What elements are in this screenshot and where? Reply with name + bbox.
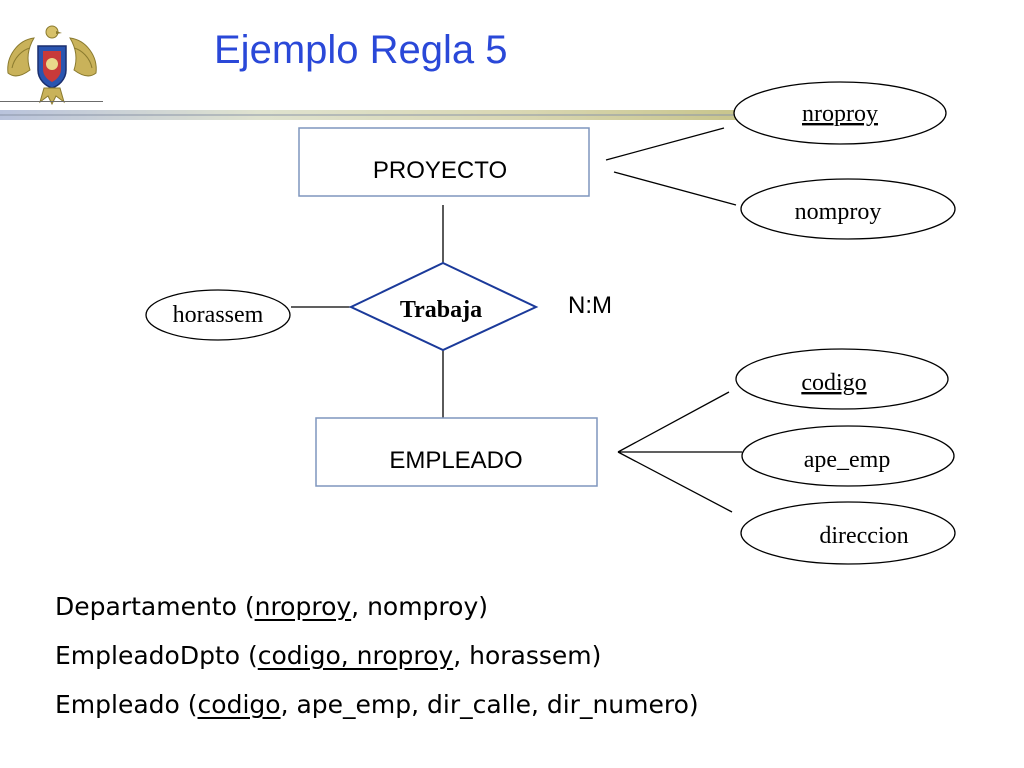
schema-empleadodpto-name: EmpleadoDpto ( bbox=[55, 641, 258, 670]
attr-ape-emp bbox=[741, 425, 955, 487]
entity-proyecto bbox=[298, 127, 590, 197]
schema-empleadodpto-key: codigo, nroproy bbox=[257, 641, 454, 670]
schema-empleado-key: codigo bbox=[197, 690, 281, 719]
schema-empleado-name: Empleado ( bbox=[55, 690, 198, 719]
relationship-trabaja bbox=[348, 261, 539, 352]
attr-codigo bbox=[735, 348, 949, 410]
schema-departamento: Departamento (nroproy, nomproy) bbox=[55, 582, 699, 631]
schema-departamento-rest: , nomproy) bbox=[351, 592, 489, 621]
schema-empleadodpto-rest: , horassem) bbox=[453, 641, 602, 670]
attr-ape-emp-label: ape_emp bbox=[804, 447, 891, 473]
attr-nomproy-label: nomproy bbox=[795, 199, 882, 225]
schema-departamento-name: Departamento ( bbox=[55, 592, 255, 621]
logo-underline bbox=[0, 101, 103, 102]
attr-direccion-label: direccion bbox=[819, 523, 908, 549]
entity-empleado bbox=[315, 417, 598, 487]
schema-empleado-rest: , ape_emp, dir_calle, dir_numero) bbox=[280, 690, 699, 719]
attr-nomproy bbox=[740, 178, 956, 240]
slide-title: Ejemplo Regla 5 bbox=[214, 28, 508, 72]
attr-nroproy-label: nroproy bbox=[802, 101, 878, 127]
cardinality-label: N:M bbox=[568, 292, 612, 319]
schema-departamento-key: nroproy bbox=[254, 592, 352, 621]
attr-horassem-label: horassem bbox=[173, 302, 264, 328]
university-emblem-logo bbox=[7, 25, 97, 106]
schema-empleadodpto: EmpleadoDpto (codigo, nroproy, horassem) bbox=[55, 631, 699, 680]
entity-proyecto-label: PROYECTO bbox=[373, 157, 507, 184]
attr-direccion bbox=[740, 501, 956, 565]
connector-lines bbox=[291, 127, 742, 513]
attr-codigo-label: codigo bbox=[801, 370, 866, 396]
entity-empleado-label: EMPLEADO bbox=[389, 447, 522, 474]
relational-schema: Departamento (nroproy, nomproy) Empleado… bbox=[55, 582, 699, 729]
relationship-trabaja-label: Trabaja bbox=[400, 297, 482, 323]
title-gradient-bar bbox=[0, 110, 738, 120]
schema-empleado: Empleado (codigo, ape_emp, dir_calle, di… bbox=[55, 680, 699, 729]
attr-horassem bbox=[145, 289, 291, 341]
attr-nroproy bbox=[733, 81, 947, 145]
